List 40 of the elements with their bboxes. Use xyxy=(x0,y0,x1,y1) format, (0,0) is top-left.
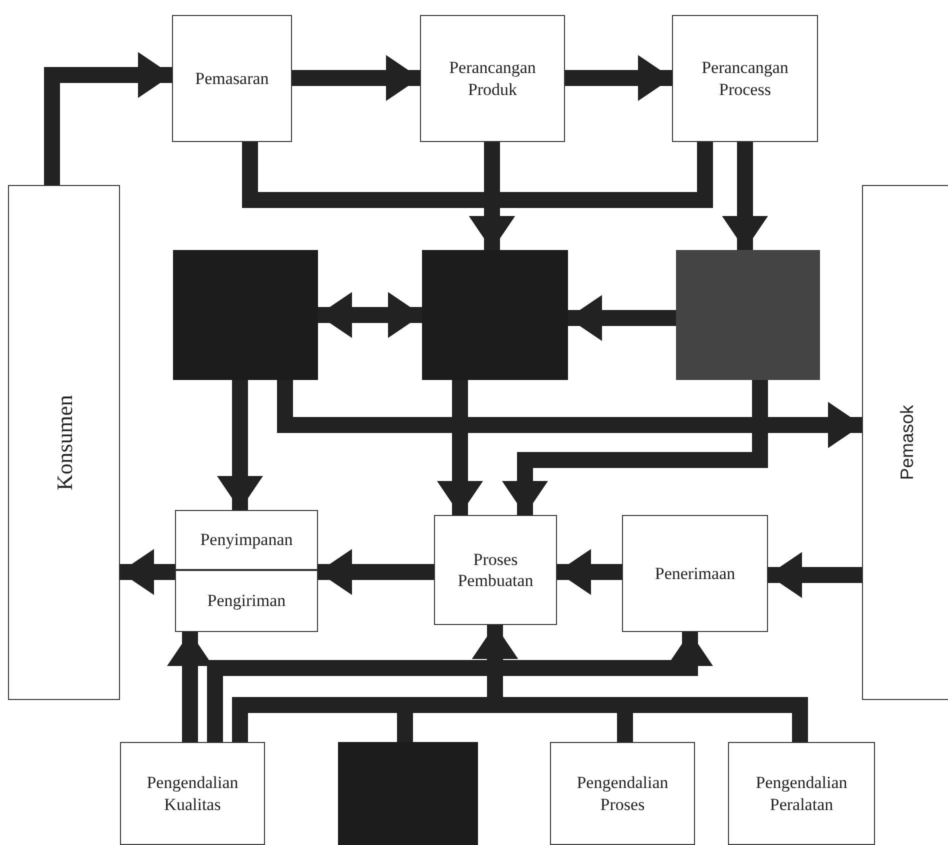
process-box xyxy=(172,15,292,142)
filled-box xyxy=(173,250,318,380)
node-label: Pengendalian Proses xyxy=(576,772,670,815)
entity-box xyxy=(862,185,948,700)
arrow xyxy=(217,380,263,510)
filled-box xyxy=(422,250,568,380)
node-label: Penerimaan xyxy=(654,562,736,584)
process-box xyxy=(550,742,695,845)
process-box xyxy=(120,742,265,845)
node-label: Perancangan Process xyxy=(700,57,790,100)
node-label: Pengiriman xyxy=(206,590,287,612)
node-label: Konsumen xyxy=(50,394,78,490)
arrow xyxy=(557,549,622,595)
process-box xyxy=(728,742,875,845)
process-box xyxy=(622,515,768,632)
node-label: Pemasaran xyxy=(194,68,270,90)
node-label: Penyimpanan xyxy=(199,529,294,551)
arrow xyxy=(318,292,422,338)
arrow xyxy=(120,549,175,595)
process-box xyxy=(434,515,557,625)
arrow xyxy=(768,552,862,598)
filled-box xyxy=(338,742,478,845)
process-box xyxy=(420,15,565,142)
arrow xyxy=(292,55,420,101)
node-label: Proses Pembuatan xyxy=(456,548,534,592)
arrow xyxy=(207,632,713,742)
node-label: Pengendalian Kualitas xyxy=(146,772,240,815)
arrow xyxy=(722,142,768,250)
node-label: Perancangan Produk xyxy=(448,57,537,100)
entity-box xyxy=(8,185,120,700)
process-box xyxy=(672,15,818,142)
arrow xyxy=(44,52,172,185)
node-label: Pemasok xyxy=(896,404,918,480)
filled-box xyxy=(676,250,820,380)
arrow xyxy=(318,549,434,595)
process-box xyxy=(175,510,318,570)
arrow xyxy=(568,295,676,341)
node-label: Pengendalian Peralatan xyxy=(754,772,848,815)
process-box xyxy=(175,570,318,632)
arrow xyxy=(565,55,672,101)
